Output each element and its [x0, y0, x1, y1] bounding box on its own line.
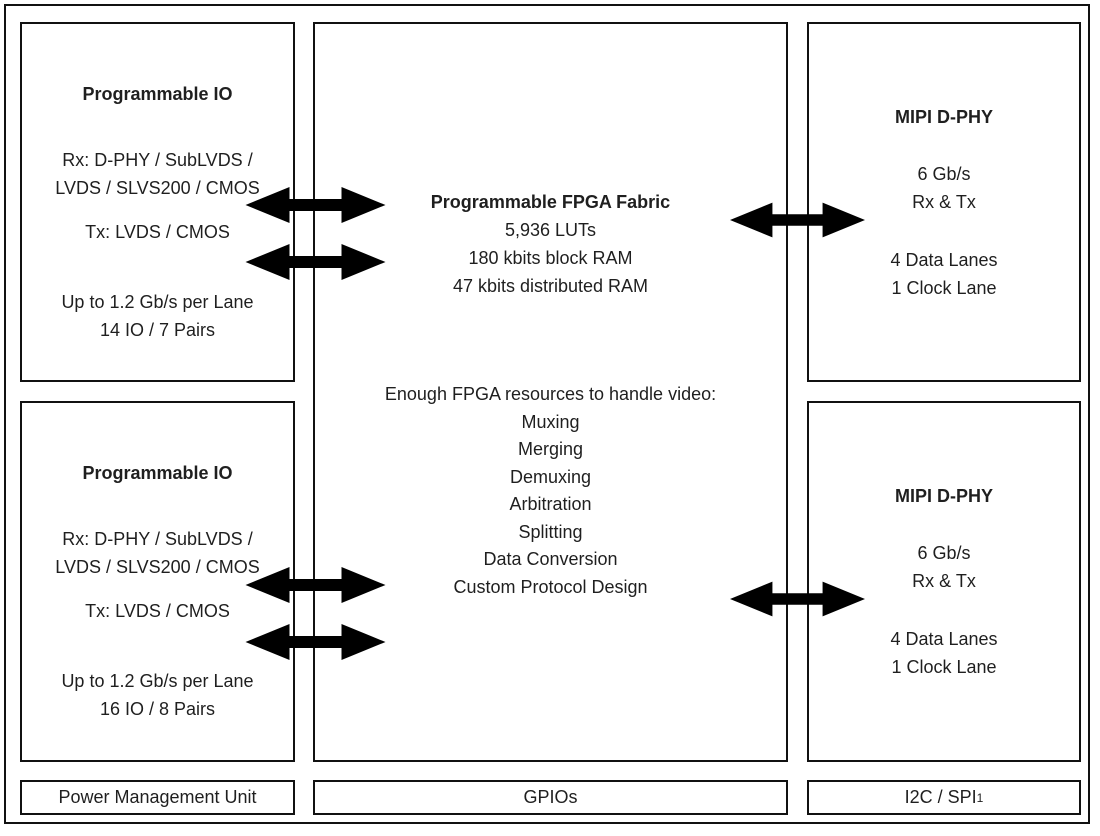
- dphy-clock-lane: 1 Clock Lane: [891, 278, 997, 298]
- mipi-dphy-box-bottom: MIPI D-PHY 6 Gb/s Rx & Tx 4 Data Lanes 1…: [807, 401, 1081, 762]
- power-management-strip: Power Management Unit: [20, 780, 295, 815]
- dphy-lanes-block: 4 Data Lanes 1 Clock Lane: [809, 246, 1079, 302]
- box-title: Programmable IO: [82, 84, 233, 104]
- dphy-direction: Rx & Tx: [912, 192, 976, 212]
- rx-spec: Rx: D-PHY / SubLVDS / LVDS / SLVS200 / C…: [22, 525, 293, 581]
- dphy-lanes-block: 4 Data Lanes 1 Clock Lane: [809, 625, 1079, 681]
- resources-intro: Enough FPGA resources to handle video:: [384, 384, 717, 404]
- rx-spec-line2: LVDS / SLVS200 / CMOS: [55, 178, 260, 198]
- dphy-speed: 6 Gb/s: [917, 164, 971, 184]
- bidirectional-arrow-icon: [730, 581, 865, 617]
- resource-item: Muxing: [521, 411, 580, 432]
- io-pair-count: 16 IO / 8 Pairs: [99, 699, 216, 719]
- diagram-outer-frame: [4, 4, 1090, 824]
- rx-spec-line1: Rx: D-PHY / SubLVDS /: [62, 529, 253, 549]
- bidirectional-arrow-icon: [245, 567, 386, 603]
- fabric-block-ram: 180 kbits block RAM: [468, 248, 633, 268]
- rx-spec: Rx: D-PHY / SubLVDS / LVDS / SLVS200 / C…: [22, 146, 293, 202]
- box-title: MIPI D-PHY: [894, 486, 993, 506]
- dphy-speed-block: 6 Gb/s Rx & Tx: [809, 539, 1079, 595]
- rx-spec-line1: Rx: D-PHY / SubLVDS /: [62, 150, 253, 170]
- gpios-strip: GPIOs: [313, 780, 788, 815]
- box-title: Programmable FPGA Fabric: [430, 192, 671, 212]
- bidirectional-arrow-icon: [730, 202, 865, 238]
- strip-label: Power Management Unit: [58, 787, 257, 807]
- io-pair-count: 14 IO / 7 Pairs: [99, 320, 216, 340]
- dphy-speed-block: 6 Gb/s Rx & Tx: [809, 160, 1079, 216]
- fabric-summary: Programmable FPGA Fabric 5,936 LUTs 180 …: [315, 188, 786, 300]
- dphy-direction: Rx & Tx: [912, 571, 976, 591]
- fabric-distributed-ram: 47 kbits distributed RAM: [452, 276, 649, 296]
- lane-speed: Up to 1.2 Gb/s per Lane: [61, 671, 254, 691]
- mipi-dphy-box-top: MIPI D-PHY 6 Gb/s Rx & Tx 4 Data Lanes 1…: [807, 22, 1081, 382]
- dphy-clock-lane: 1 Clock Lane: [891, 657, 997, 677]
- dphy-data-lanes: 4 Data Lanes: [890, 250, 998, 270]
- bidirectional-arrow-icon: [245, 244, 386, 280]
- resource-item: Data Conversion: [483, 549, 618, 569]
- resource-item: Splitting: [518, 521, 583, 542]
- lane-speed: Up to 1.2 Gb/s per Lane: [61, 292, 254, 312]
- strip-label: I2C / SPI: [904, 787, 977, 807]
- dphy-speed: 6 Gb/s: [917, 543, 971, 563]
- strip-label: GPIOs: [523, 787, 578, 807]
- resource-item: Merging: [517, 439, 584, 459]
- box-title: MIPI D-PHY: [894, 107, 993, 127]
- box-title: Programmable IO: [82, 463, 233, 483]
- bidirectional-arrow-icon: [245, 624, 386, 660]
- resource-item: Demuxing: [509, 466, 592, 487]
- fabric-luts: 5,936 LUTs: [504, 220, 597, 240]
- programmable-io-box-bottom: Programmable IO Rx: D-PHY / SubLVDS / LV…: [20, 401, 295, 762]
- dphy-data-lanes: 4 Data Lanes: [890, 629, 998, 649]
- programmable-io-box-top: Programmable IO Rx: D-PHY / SubLVDS / LV…: [20, 22, 295, 382]
- tx-spec: Tx: LVDS / CMOS: [85, 222, 230, 242]
- resource-item: Custom Protocol Design: [453, 576, 648, 597]
- bidirectional-arrow-icon: [245, 187, 386, 223]
- resource-item: Arbitration: [509, 494, 592, 514]
- fpga-fabric-box: Programmable FPGA Fabric 5,936 LUTs 180 …: [313, 22, 788, 762]
- fabric-resources-list: Enough FPGA resources to handle video: M…: [315, 381, 786, 601]
- rx-spec-line2: LVDS / SLVS200 / CMOS: [55, 557, 260, 577]
- tx-spec: Tx: LVDS / CMOS: [85, 601, 230, 621]
